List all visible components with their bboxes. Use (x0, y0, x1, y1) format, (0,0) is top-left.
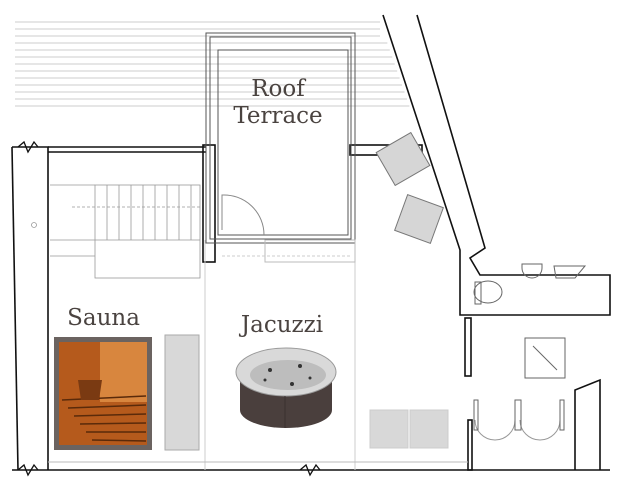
sauna-slat (67, 404, 147, 409)
walls (11, 14, 611, 471)
sauna-slat (61, 395, 147, 401)
roof-terrace-label: Roof Terrace (218, 76, 338, 130)
jacuzzi-label: Jacuzzi (240, 312, 324, 338)
roof-terrace-line1: Roof (251, 76, 305, 102)
break-marks (17, 140, 321, 477)
roof-hatching (15, 21, 410, 107)
sauna-slat (79, 422, 147, 425)
sauna-slat (73, 413, 147, 417)
roof-terrace-line2: Terrace (233, 103, 323, 129)
terrace-outline (204, 32, 356, 470)
sauna-image (54, 337, 152, 450)
jacuzzi-image (235, 347, 337, 428)
bathroom-fixtures (48, 263, 587, 463)
sauna-slat (91, 439, 147, 442)
sauna-label: Sauna (67, 305, 140, 331)
stairs (31, 184, 201, 279)
lounge-chairs (164, 131, 449, 451)
